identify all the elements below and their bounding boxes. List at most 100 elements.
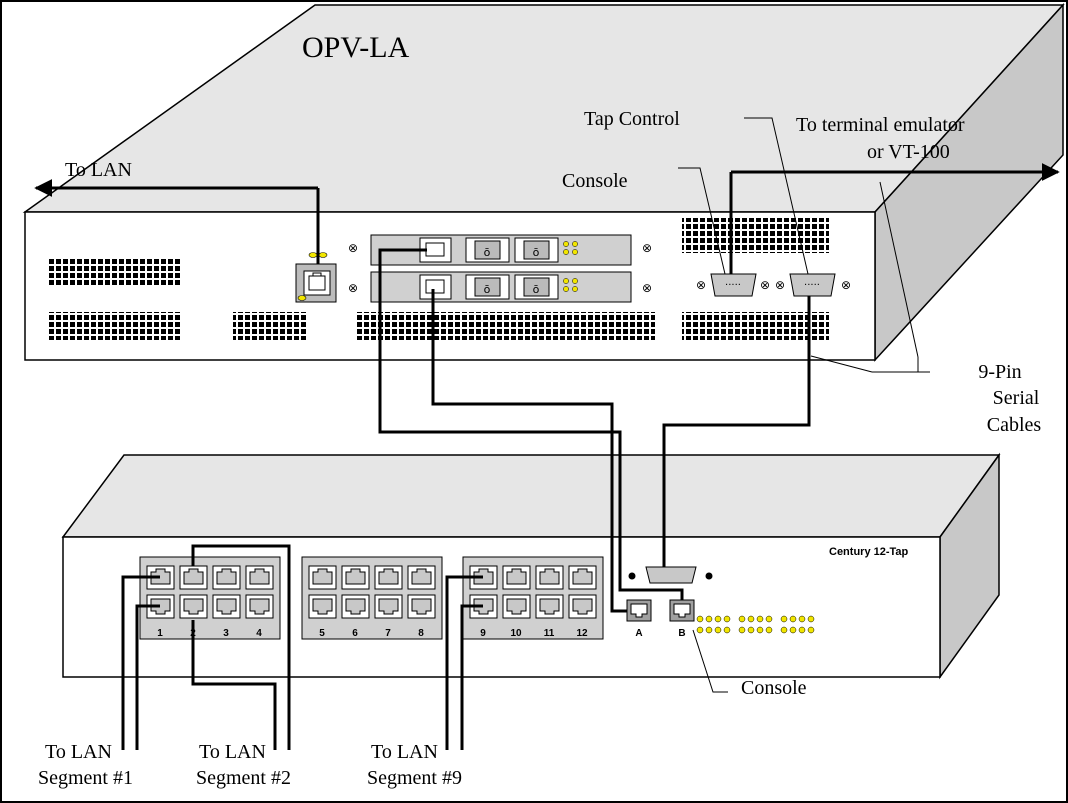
tap-rj45-port[interactable]	[535, 565, 564, 590]
tap-control-leader	[744, 117, 809, 275]
segment2-cable	[191, 620, 277, 750]
to-lan-label: To LAN	[65, 159, 132, 181]
led-icon	[789, 626, 797, 634]
vent-grille	[233, 312, 308, 340]
tap-rj45-port[interactable]	[245, 565, 274, 590]
port-number: 9	[480, 628, 486, 639]
tap-console-serial-port[interactable]	[628, 566, 713, 584]
console-leader	[678, 167, 726, 275]
mgmt-port-label: A	[635, 628, 642, 639]
svg-text:⊗: ⊗	[642, 241, 652, 255]
tap-control-serial-port[interactable]: ·····	[789, 273, 836, 297]
svg-text:·····: ·····	[804, 280, 820, 291]
tap-rj45-port[interactable]	[502, 565, 531, 590]
led-icon	[738, 626, 746, 634]
cables-label-line1: 9-Pin	[978, 361, 1021, 383]
tap-rj45-port[interactable]	[568, 594, 597, 619]
tap-console-leader	[692, 629, 728, 693]
opv-la-title: OPV-LA	[302, 31, 410, 64]
tap-rj45-port[interactable]	[245, 594, 274, 619]
led-icon	[756, 615, 764, 623]
tap-rj45-port[interactable]	[146, 565, 175, 590]
cable-slot1-to-b	[378, 248, 684, 600]
segment2-cable	[191, 544, 291, 750]
cable-group	[34, 163, 1060, 750]
tap-rj45-port[interactable]	[407, 565, 436, 590]
led-icon	[780, 626, 788, 634]
port-number: 1	[157, 628, 163, 639]
tap-top-face	[61, 454, 1001, 538]
vent-grille	[682, 312, 829, 340]
led-indicator-icon	[563, 241, 578, 292]
tap-rj45-port[interactable]	[146, 594, 175, 619]
tap-device-name: Century 12-Tap	[829, 546, 909, 558]
vent-grille	[47, 258, 180, 286]
tap-rj45-port[interactable]	[179, 565, 208, 590]
segment-label-line2: Segment #9	[367, 767, 462, 789]
led-icon	[705, 615, 713, 623]
tap-rj45-port[interactable]	[374, 594, 403, 619]
tap-rj45-port[interactable]	[179, 594, 208, 619]
svg-text:ō: ō	[484, 246, 491, 259]
opv-la-device: ō ō ō ō ⊗ ⊗ ⊗	[22, 3, 1065, 362]
led-icon	[747, 615, 755, 623]
tap-rj45-port[interactable]	[407, 594, 436, 619]
port-number: 10	[510, 628, 522, 639]
tap-console-label: Console	[741, 677, 807, 699]
tap-rj45-port[interactable]	[212, 565, 241, 590]
mgmt-port-b[interactable]	[669, 599, 695, 622]
tap-rj45-port[interactable]	[212, 594, 241, 619]
led-icon	[747, 626, 755, 634]
terminal-label-line2: or VT-100	[867, 141, 950, 163]
segment-label-line1: To LAN	[371, 741, 438, 763]
port-number: 5	[319, 628, 325, 639]
led-icon	[798, 615, 806, 623]
port-number: 6	[352, 628, 358, 639]
tap-rj45-port[interactable]	[568, 565, 597, 590]
led-icon	[723, 615, 731, 623]
led-icon	[705, 626, 713, 634]
cables-leader-bottom	[810, 355, 873, 373]
led-icon	[738, 615, 746, 623]
tap-rj45-port[interactable]	[308, 594, 337, 619]
tap-rj45-port[interactable]	[341, 594, 370, 619]
tap-rj45-port[interactable]	[535, 594, 564, 619]
led-array-icon	[696, 615, 815, 634]
port-number: 11	[544, 628, 555, 639]
led-icon	[723, 626, 731, 634]
cables-leader-top	[917, 357, 930, 373]
tap-control-label: Tap Control	[584, 108, 680, 130]
segment9-cable	[460, 604, 483, 750]
led-indicator-icon	[297, 252, 328, 301]
cables-label-line2: Serial	[993, 387, 1040, 409]
segment1-cable	[121, 575, 160, 750]
svg-text:⊗: ⊗	[348, 241, 358, 255]
cable-slot2-to-a	[431, 289, 627, 613]
console-label: Console	[562, 170, 628, 192]
svg-text:⊗: ⊗	[841, 278, 851, 292]
opv-lan-port[interactable]	[295, 263, 337, 303]
tap-rj45-port[interactable]	[469, 565, 498, 590]
segment-label-line1: To LAN	[199, 741, 266, 763]
svg-text:⊗: ⊗	[775, 278, 785, 292]
svg-text:ō: ō	[484, 283, 491, 296]
vent-grille	[355, 312, 655, 340]
svg-text:·····: ·····	[725, 280, 741, 291]
tap-rj45-port[interactable]	[374, 565, 403, 590]
led-icon	[714, 615, 722, 623]
port-number: 12	[576, 628, 588, 639]
cables-label-line3: Cables	[987, 414, 1042, 436]
terminal-label-line1: To terminal emulator	[796, 114, 965, 136]
vent-grille	[47, 312, 180, 340]
led-icon	[714, 626, 722, 634]
port-number: 4	[256, 628, 262, 639]
console-serial-port[interactable]: ·····	[710, 273, 757, 297]
tap-rj45-port[interactable]	[341, 565, 370, 590]
tap-rj45-port[interactable]	[308, 565, 337, 590]
led-icon	[696, 615, 704, 623]
tap-rj45-port[interactable]	[502, 594, 531, 619]
segment9-cable	[445, 575, 483, 750]
tap-rj45-port[interactable]	[469, 594, 498, 619]
mgmt-port-a[interactable]	[626, 599, 652, 622]
